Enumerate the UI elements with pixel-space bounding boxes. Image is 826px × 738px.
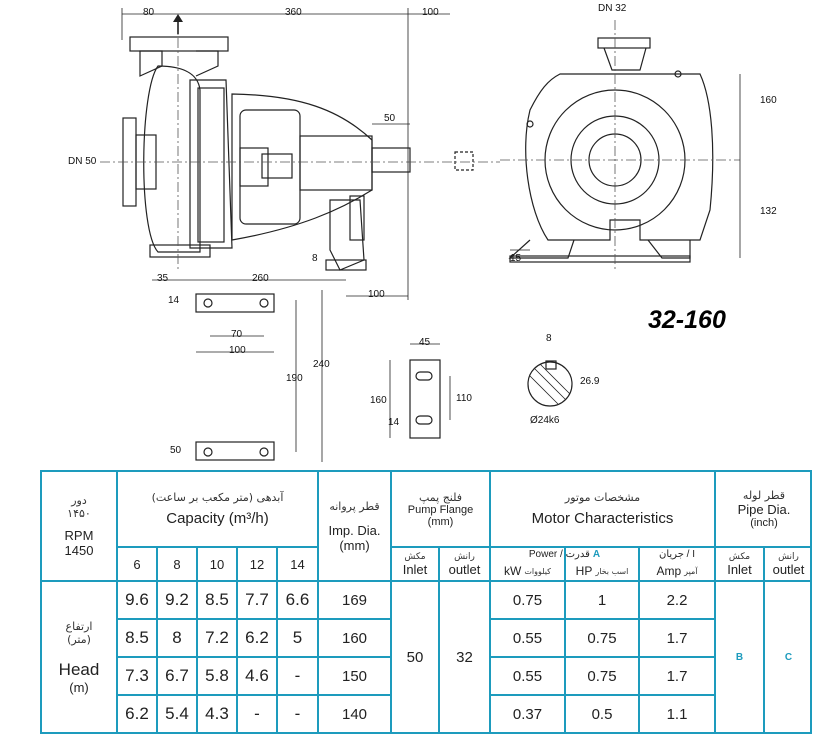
dim-100-base: 100 (229, 345, 246, 356)
shaft-section (527, 360, 573, 407)
dim-14: 14 (168, 295, 180, 306)
dim-110: 110 (456, 393, 472, 404)
head-value: - (294, 666, 301, 685)
kw-value: 0.75 (512, 591, 543, 609)
head-value: 4.3 (205, 704, 229, 723)
pipe-dia-header: قطر لوله Pipe Dia. (inch) (737, 489, 791, 529)
dim-14-flange: 14 (388, 417, 400, 428)
dim-240: 240 (313, 359, 330, 370)
dim-24k6: Ø24k6 (530, 415, 560, 426)
dim-15: 15 (510, 253, 522, 264)
head-value: 8 (172, 628, 182, 647)
dim-132: 132 (760, 206, 777, 217)
head-value: 8.5 (205, 590, 229, 609)
pump-flange-header: فلنج پمپ Pump Flange (mm) (407, 490, 474, 528)
pipe-inlet-value: B (735, 651, 744, 663)
dim-35: 35 (157, 273, 169, 284)
dim-160-flange: 160 (370, 395, 387, 406)
head-value: 9.2 (165, 590, 189, 609)
hp-value: 1 (597, 591, 607, 609)
head-value: 6.2 (245, 628, 269, 647)
dim-dn50: DN 50 (68, 156, 97, 167)
dim-key-8: 8 (546, 333, 552, 344)
flange-outlet-value: 32 (456, 648, 473, 666)
head-label: ارتفاع (متر) Head (m) (58, 619, 100, 695)
capacity-col-2: 8 (173, 556, 181, 572)
specs-table: دور ۱۴۵۰ RPM 1450 آبدهی (متر مکعب بر ساع… (40, 470, 812, 734)
head-value: 7.2 (205, 628, 229, 647)
amp-value: 1.1 (666, 705, 688, 723)
flange-inlet-header: مکش Inlet (402, 551, 428, 577)
technical-drawing: 80 360 100 50 DN 50 8 35 260 100 14 70 1… (68, 3, 777, 462)
hp-value: 0.5 (591, 705, 613, 723)
dim-190: 190 (286, 373, 303, 384)
drawing-svg (100, 8, 741, 462)
head-value: 5.8 (205, 666, 229, 685)
dim-360: 360 (285, 7, 302, 18)
kw-value: 0.55 (512, 667, 543, 685)
kw-value: 0.37 (512, 705, 543, 723)
dim-160-front: 160 (760, 95, 777, 106)
head-value: 9.6 (125, 590, 149, 609)
dim-70: 70 (231, 329, 243, 340)
head-value: - (254, 704, 260, 723)
pipe-inlet-header: مکش Inlet (727, 551, 752, 577)
imp-dia-value: 140 (341, 705, 368, 723)
pipe-outlet-value: C (784, 651, 793, 663)
head-value: 7.7 (245, 590, 269, 609)
dim-80: 80 (143, 7, 155, 18)
rpm-header: دور ۱۴۵۰ RPM 1450 (64, 494, 94, 558)
dim-45: 45 (419, 337, 431, 348)
capacity-header: آبدهی (متر مکعب بر ساعت) Capacity (m³/h) (151, 491, 284, 527)
dim-100-top: 100 (422, 7, 439, 18)
amp-header: Amp آمپر (656, 564, 698, 578)
capacity-col-5: 14 (290, 556, 305, 572)
head-value: 6.6 (285, 590, 310, 609)
base-plate (195, 293, 275, 461)
side-view-pump (122, 36, 474, 271)
head-value: 8.5 (125, 628, 149, 647)
head-value: - (294, 704, 301, 723)
head-value: 7.3 (125, 666, 149, 685)
dim-dn32: DN 32 (598, 3, 627, 14)
hp-header: HP اسب بخار (575, 564, 629, 578)
model-number: 32-160 (648, 306, 726, 334)
head-value: 6.7 (165, 666, 189, 685)
amp-value: 2.2 (666, 591, 688, 609)
head-value: 5.4 (165, 704, 189, 723)
kw-header: kW کیلووات (504, 564, 551, 578)
dim-26-9: 26.9 (580, 376, 600, 387)
head-value: 4.6 (245, 666, 269, 685)
flange-inlet-value: 50 (406, 648, 424, 666)
dim-100-right: 100 (368, 289, 385, 300)
dim-8: 8 (312, 253, 318, 264)
amp-value: 1.7 (666, 667, 688, 685)
pipe-outlet-header: رانش outlet (772, 551, 805, 577)
capacity-col-4: 12 (249, 556, 265, 572)
capacity-col-1: 6 (133, 556, 141, 572)
current-label: جریان / I (659, 548, 695, 560)
head-value: 5 (292, 628, 303, 647)
front-view-pump (508, 37, 714, 263)
imp-dia-value: 150 (341, 667, 368, 685)
flange-detail (409, 359, 441, 439)
hp-value: 0.75 (587, 667, 617, 685)
kw-value: 0.55 (512, 629, 543, 647)
amp-value: 1.7 (666, 629, 688, 647)
dim-50-base: 50 (170, 445, 182, 456)
dim-50: 50 (384, 113, 396, 124)
motor-header: مشخصات موتور Motor Characteristics (531, 491, 674, 527)
power-label: Power / قدرت A (528, 548, 601, 560)
imp-dia-value: 160 (341, 629, 368, 647)
head-value: 6.2 (125, 704, 149, 723)
hp-value: 0.75 (587, 629, 617, 647)
imp-dia-value: 169 (341, 591, 368, 609)
imp-dia-header: قطر پروانه Imp. Dia. (mm) (328, 499, 381, 553)
flange-outlet-header: رانش outlet (448, 551, 481, 577)
capacity-col-3: 10 (209, 556, 225, 572)
outlet-arrow (173, 14, 183, 34)
dim-260: 260 (252, 273, 269, 284)
